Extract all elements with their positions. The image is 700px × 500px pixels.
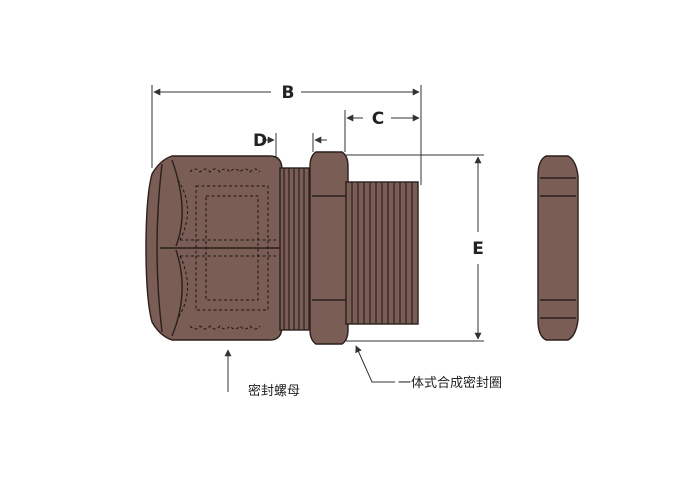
hex-body xyxy=(309,151,349,345)
hidden-lobe-bottom xyxy=(177,255,189,319)
sealing-nut-lobe-top xyxy=(171,159,183,247)
hidden-scallop-bottom xyxy=(189,325,261,330)
nut-thread-ridges xyxy=(283,168,310,330)
dim-b-label: B xyxy=(282,83,295,103)
dim-c-label: C xyxy=(372,109,384,129)
hidden-inner-bore xyxy=(195,185,269,311)
callout-integrated-seal: 一体式合成密封圈 xyxy=(398,375,502,391)
sealing-nut-seam xyxy=(156,163,163,333)
sealing-nut-lobe-bottom xyxy=(171,249,183,337)
locknut-body xyxy=(537,155,579,341)
callout-leaders xyxy=(224,345,395,392)
leader-integrated-seal xyxy=(355,345,395,383)
hidden-scallop-top xyxy=(189,168,261,173)
internal-hidden-lines xyxy=(177,168,276,330)
dim-d-label: D xyxy=(253,131,267,151)
callout-sealing-nut: 密封螺母 xyxy=(248,383,300,399)
entry-thread-ridges xyxy=(351,182,413,324)
dim-e-label: E xyxy=(472,239,484,259)
dimension-lines xyxy=(151,85,484,342)
locknut xyxy=(537,155,579,341)
hidden-inner-seal xyxy=(205,195,259,301)
gland-body xyxy=(145,151,419,345)
hidden-lobe-top xyxy=(177,179,189,241)
nut-thread-body xyxy=(279,167,313,331)
